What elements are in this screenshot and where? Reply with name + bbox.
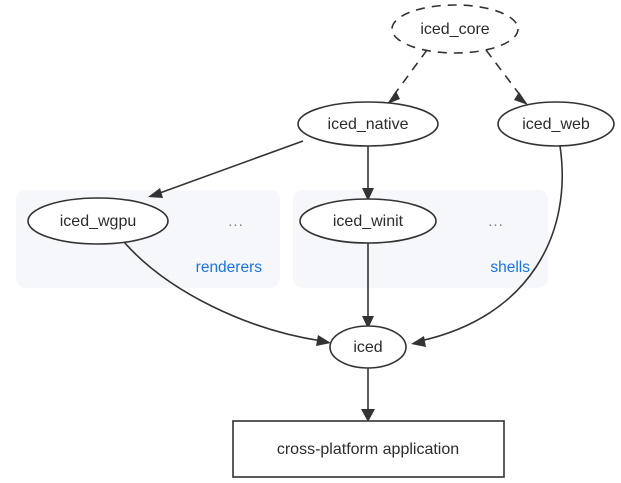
node-iced-core-label: iced_core	[420, 21, 489, 38]
edge-wgpu-to-iced-arrowhead	[316, 335, 331, 346]
edge-core-to-web-line	[485, 49, 524, 100]
edge-web-to-iced	[411, 145, 564, 347]
edge-wgpu-to-iced	[123, 241, 331, 346]
node-iced-native[interactable]: iced_native	[297, 101, 439, 147]
edge-native-to-wgpu	[148, 140, 304, 198]
node-iced[interactable]: iced	[329, 325, 407, 369]
edge-native-to-winit	[362, 146, 374, 201]
node-iced-winit[interactable]: iced_winit	[299, 198, 437, 244]
renderers-more-ellipsis: ...	[228, 213, 244, 230]
edge-core-to-web-arrowhead	[514, 92, 528, 105]
cluster-shells-label: shells	[490, 259, 530, 276]
node-cross-platform-application-label: cross-platform application	[277, 441, 459, 458]
edge-web-to-iced-arrowhead	[411, 336, 426, 347]
cluster-renderers-label: renderers	[196, 259, 263, 276]
edge-iced-to-application	[361, 368, 375, 422]
edges-layer	[123, 49, 564, 422]
edge-native-to-winit-arrowhead	[362, 188, 374, 201]
node-iced-native-label: iced_native	[328, 116, 409, 133]
edge-core-to-native-line	[390, 49, 428, 100]
node-cross-platform-application[interactable]: cross-platform application	[232, 420, 505, 478]
node-iced-web[interactable]: iced_web	[497, 101, 615, 147]
edge-iced-to-application-arrowhead	[361, 409, 375, 422]
node-iced-wgpu-label: iced_wgpu	[60, 213, 137, 230]
edge-native-to-wgpu-line	[156, 140, 304, 195]
node-iced-winit-shape[interactable]	[299, 198, 437, 244]
edge-winit-to-iced-arrowhead	[362, 316, 374, 329]
node-cross-platform-application-shape[interactable]	[232, 420, 505, 478]
node-iced-wgpu[interactable]: iced_wgpu	[27, 197, 169, 245]
node-iced-web-label: iced_web	[522, 116, 590, 133]
edge-winit-to-iced	[362, 243, 374, 329]
shells-more-ellipsis: ...	[488, 213, 504, 230]
edge-core-to-native	[387, 49, 428, 104]
node-iced-web-shape[interactable]	[497, 101, 615, 147]
node-iced-shape[interactable]	[329, 325, 407, 369]
edge-native-to-wgpu-arrowhead	[148, 188, 163, 198]
node-iced-core-shape[interactable]	[391, 4, 519, 54]
node-iced-native-shape[interactable]	[297, 101, 439, 147]
node-iced-label: iced	[353, 339, 382, 356]
edge-web-to-iced-line	[419, 145, 564, 342]
node-iced-wgpu-shape[interactable]	[27, 197, 169, 245]
nodes-layer: iced_core iced_native iced_web iced_wgpu…	[27, 4, 615, 478]
edge-core-to-web	[485, 49, 528, 105]
node-iced-core[interactable]: iced_core	[391, 4, 519, 54]
node-iced-winit-label: iced_winit	[333, 213, 404, 230]
edge-core-to-native-arrowhead	[387, 91, 400, 104]
edge-wgpu-to-iced-line	[123, 241, 323, 342]
